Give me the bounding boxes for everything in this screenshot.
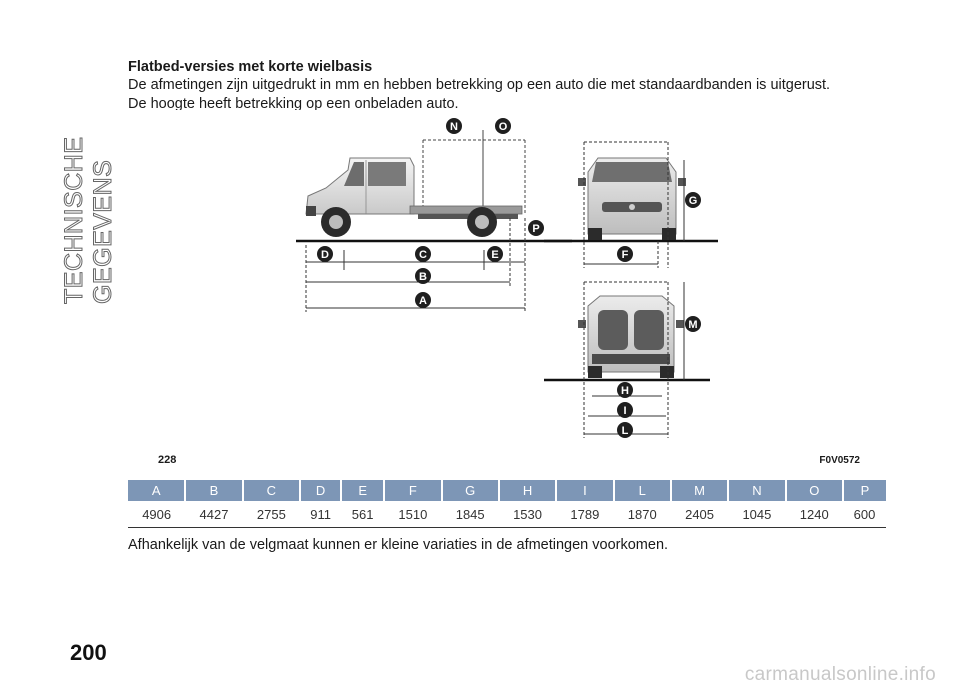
badge-B: B	[415, 268, 431, 284]
table-header-cell: L	[613, 480, 672, 501]
badge-F: F	[617, 246, 633, 262]
svg-text:B: B	[419, 271, 427, 283]
table-cell: 1045	[728, 501, 786, 528]
side-dimension-lines	[305, 218, 526, 312]
intro-text: De afmetingen zijn uitgedrukt in mm en h…	[128, 76, 888, 114]
table-cell: 561	[341, 501, 385, 528]
table-header-cell: M	[670, 480, 730, 501]
figure-number: 228	[158, 454, 177, 466]
svg-text:M: M	[688, 319, 697, 331]
badge-M: M	[685, 316, 701, 332]
table-header-cell: I	[556, 480, 615, 501]
badge-N: N	[446, 118, 462, 134]
svg-text:N: N	[450, 121, 458, 133]
table-cell: 2405	[670, 501, 729, 528]
svg-text:A: A	[419, 295, 427, 307]
table-header-cell: C	[242, 480, 302, 501]
table-cell: 4906	[128, 501, 186, 528]
figure-code: F0V0572	[819, 455, 860, 466]
svg-text:H: H	[621, 385, 629, 397]
svg-text:D: D	[321, 249, 329, 261]
table-cell: 2755	[242, 501, 301, 528]
table-cell: 1789	[556, 501, 614, 528]
svg-text:P: P	[532, 223, 539, 235]
side-view-van	[305, 157, 523, 237]
front-view-van	[578, 157, 686, 240]
badge-P: P	[528, 220, 544, 236]
variation-note: Afhankelijk van de velgmaat kunnen er kl…	[128, 537, 669, 553]
table-header-cell: O	[785, 480, 844, 501]
badge-I: I	[617, 402, 633, 418]
badge-H: H	[617, 382, 633, 398]
badge-L: L	[617, 422, 633, 438]
badge-E: E	[487, 246, 503, 262]
table-header-cell: P	[842, 480, 886, 501]
vehicle-dimension-diagram: N O P G D C E F B A M H I L	[296, 118, 718, 438]
badge-C: C	[415, 246, 431, 262]
badge-A: A	[415, 292, 431, 308]
table-cell: 1510	[384, 501, 442, 528]
svg-text:F: F	[622, 249, 629, 261]
watermark: carmanualsonline.info	[744, 664, 936, 685]
svg-text:O: O	[499, 121, 508, 133]
section-title: TECHNISCHE GEGEVENS	[60, 136, 118, 305]
section-heading: Flatbed-versies met korte wielbasis	[128, 59, 373, 75]
svg-text:L: L	[622, 425, 629, 437]
table-cell: 1240	[785, 501, 843, 528]
table-header-cell: D	[300, 480, 343, 501]
table-row: 4906 4427 2755 911 561 1510 1845 1530 17…	[128, 501, 886, 528]
table-cell: 911	[300, 501, 342, 528]
badge-O: O	[495, 118, 511, 134]
svg-text:G: G	[689, 195, 698, 207]
rear-dimension-lines	[583, 281, 685, 438]
table-header-cell: N	[728, 480, 787, 501]
svg-text:C: C	[419, 249, 427, 261]
table-cell: 4427	[185, 501, 243, 528]
badge-D: D	[317, 246, 333, 262]
svg-text:I: I	[623, 405, 626, 417]
table-header-cell: G	[441, 480, 500, 501]
front-dimension-lines	[583, 141, 685, 268]
table-cell: 600	[842, 501, 886, 528]
intro-line-2: De hoogte heeft betrekking op een onbela…	[128, 96, 459, 112]
badge-G: G	[685, 192, 701, 208]
dimensions-figure: N O P G D C E F B A M H I L 228 F0V0572	[148, 110, 870, 468]
table-cell: 1845	[441, 501, 499, 528]
page-number: 200	[70, 640, 107, 665]
table-cell: 1530	[498, 501, 557, 528]
table-header-cell: B	[185, 480, 244, 501]
table-header-cell: F	[384, 480, 443, 501]
table-header-cell: E	[341, 480, 386, 501]
svg-text:E: E	[491, 249, 498, 261]
dimensions-table: A B C D E F G H I L M N O P 4906 4427 27…	[128, 480, 886, 528]
table-header-row: A B C D E F G H I L M N O P	[128, 480, 886, 501]
rear-view-van	[578, 295, 684, 378]
table-header-cell: A	[128, 480, 187, 501]
table-header-cell: H	[498, 480, 558, 501]
intro-line-1: De afmetingen zijn uitgedrukt in mm en h…	[128, 77, 831, 93]
table-cell: 1870	[613, 501, 671, 528]
